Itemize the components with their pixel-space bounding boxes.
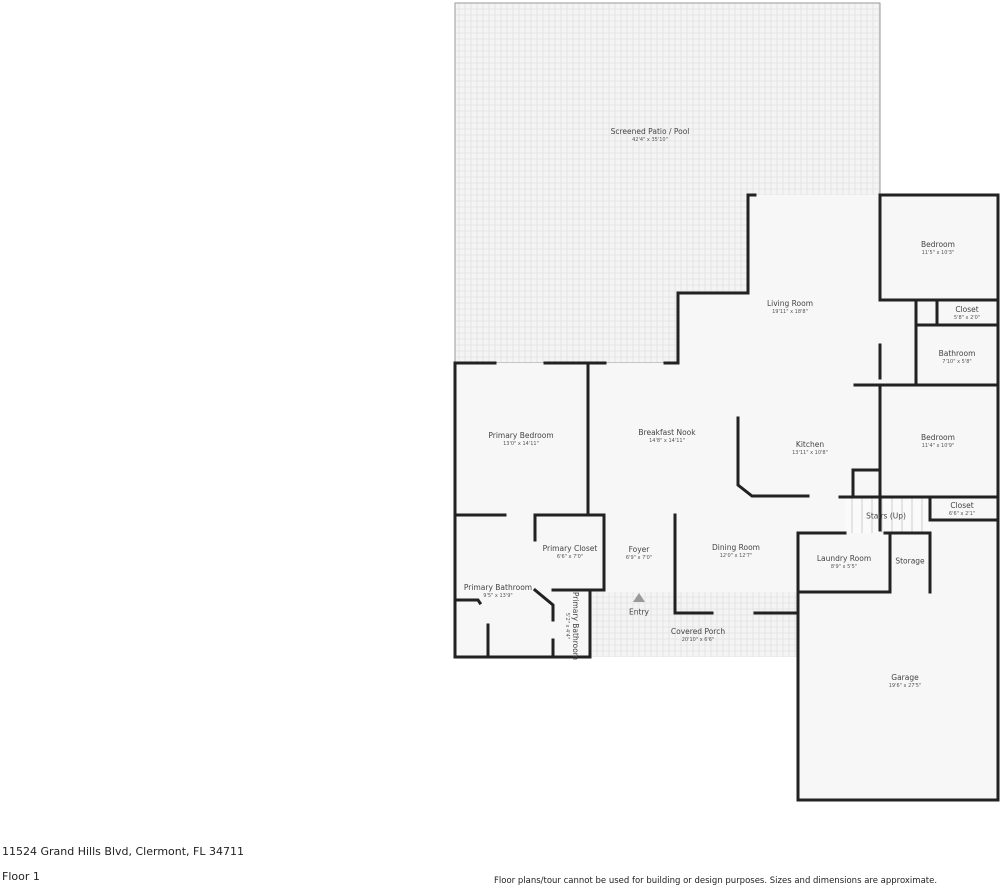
floor-fills xyxy=(454,2,998,800)
room-stairs: Stairs (Up) xyxy=(866,511,906,521)
stair-treads xyxy=(851,498,923,533)
address: 11524 Grand Hills Blvd, Clermont, FL 347… xyxy=(2,845,244,858)
floor-label: Floor 1 xyxy=(2,870,40,883)
entry-label: Entry xyxy=(629,607,649,617)
room-storage: Storage xyxy=(895,556,925,566)
walls xyxy=(453,193,1000,802)
disclaimer: Floor plans/tour cannot be used for buil… xyxy=(494,876,938,886)
entry-arrow-icon xyxy=(633,593,645,602)
